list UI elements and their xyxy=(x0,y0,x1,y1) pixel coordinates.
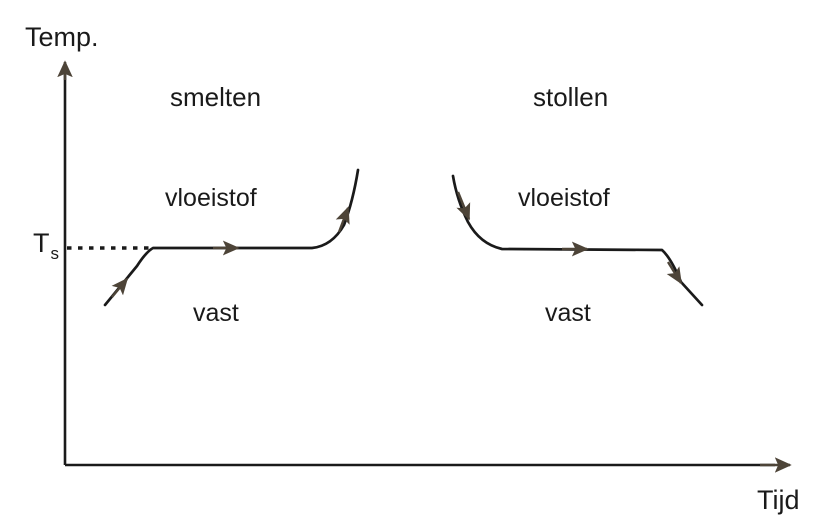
melting-curve xyxy=(103,168,360,307)
cooling-curve-arrow-fall xyxy=(456,191,471,221)
threshold-temperature-symbol: T xyxy=(33,228,50,258)
state-label-liquid-right: vloeistof xyxy=(518,184,610,212)
cooling-curve-arrow-solid-cooling xyxy=(666,261,683,285)
region-label-smelten: smelten xyxy=(170,82,262,112)
x-axis-label: Tijd xyxy=(757,485,800,515)
state-label-solid-right: vast xyxy=(545,299,591,327)
region-label-stollen: stollen xyxy=(533,82,609,112)
melting-curve-arrow-liquid-heating xyxy=(335,206,350,233)
state-label-liquid-left: vloeistof xyxy=(165,184,257,212)
state-label-solid-left: vast xyxy=(193,299,239,327)
cooling-curve xyxy=(451,174,704,307)
melting-curve-arrow-rise xyxy=(111,277,129,298)
threshold-temperature-subscript: s xyxy=(50,244,60,263)
threshold-temperature-label: Ts xyxy=(33,228,59,263)
y-axis-label: Temp. xyxy=(25,22,99,52)
